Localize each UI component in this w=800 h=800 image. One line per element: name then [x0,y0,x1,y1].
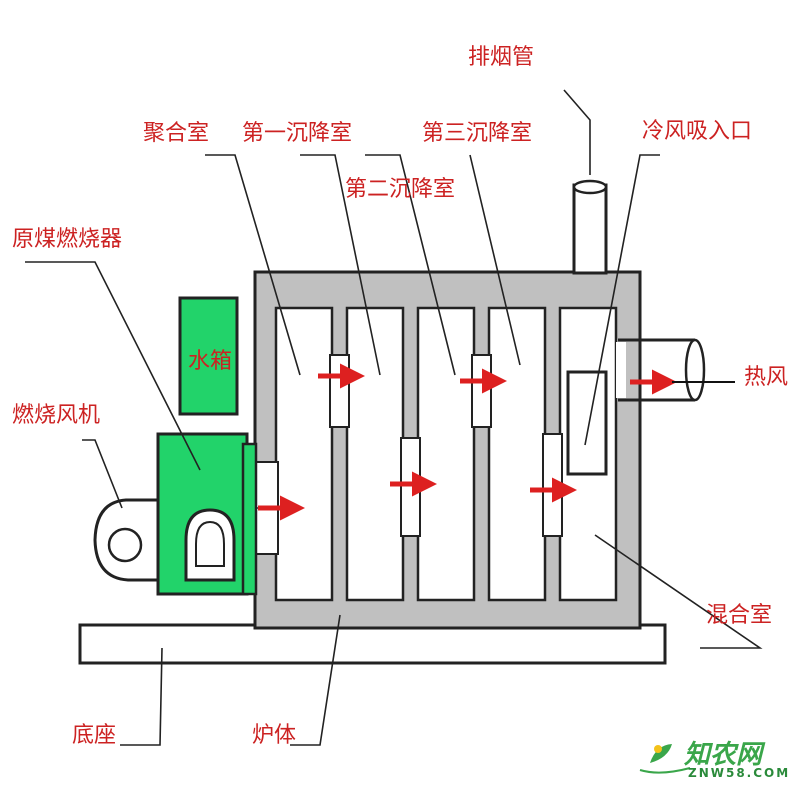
label-base: 底座 [72,723,117,748]
label-polymer-chamber: 聚合室 [143,121,210,146]
label-furnace-body: 炉体 [252,723,297,748]
label-mixing-chamber: 混合室 [706,603,773,628]
exhaust-pipe [572,179,608,275]
coal-burner [156,432,258,596]
water-tank [178,296,239,416]
leader-lines [25,89,763,746]
label-hot-air: 热风 [744,365,789,390]
flow-arrows [258,363,735,521]
label-settling-chamber-1: 第一沉降室 [242,121,353,146]
combustion-fan [93,498,160,582]
cold-air-inlet-box [566,370,608,476]
label-cold-air-inlet: 冷风吸入口 [642,119,753,144]
label-exhaust-pipe: 排烟管 [468,45,535,70]
label-combustion-fan: 燃烧风机 [12,403,101,428]
hot-air-outlet-pipe [616,338,706,402]
label-settling-chamber-2: 第二沉降室 [345,177,456,202]
label-coal-burner: 原煤燃烧器 [12,227,123,252]
label-water-tank: 水箱 [188,349,233,374]
label-settling-chamber-3: 第三沉降室 [422,121,533,146]
watermark-name: 知农网 [684,740,763,770]
furnace-body [253,270,642,630]
base-plate [78,623,667,665]
watermark-url: ZNW58.COM [688,766,791,780]
watermark-logo [639,744,691,774]
